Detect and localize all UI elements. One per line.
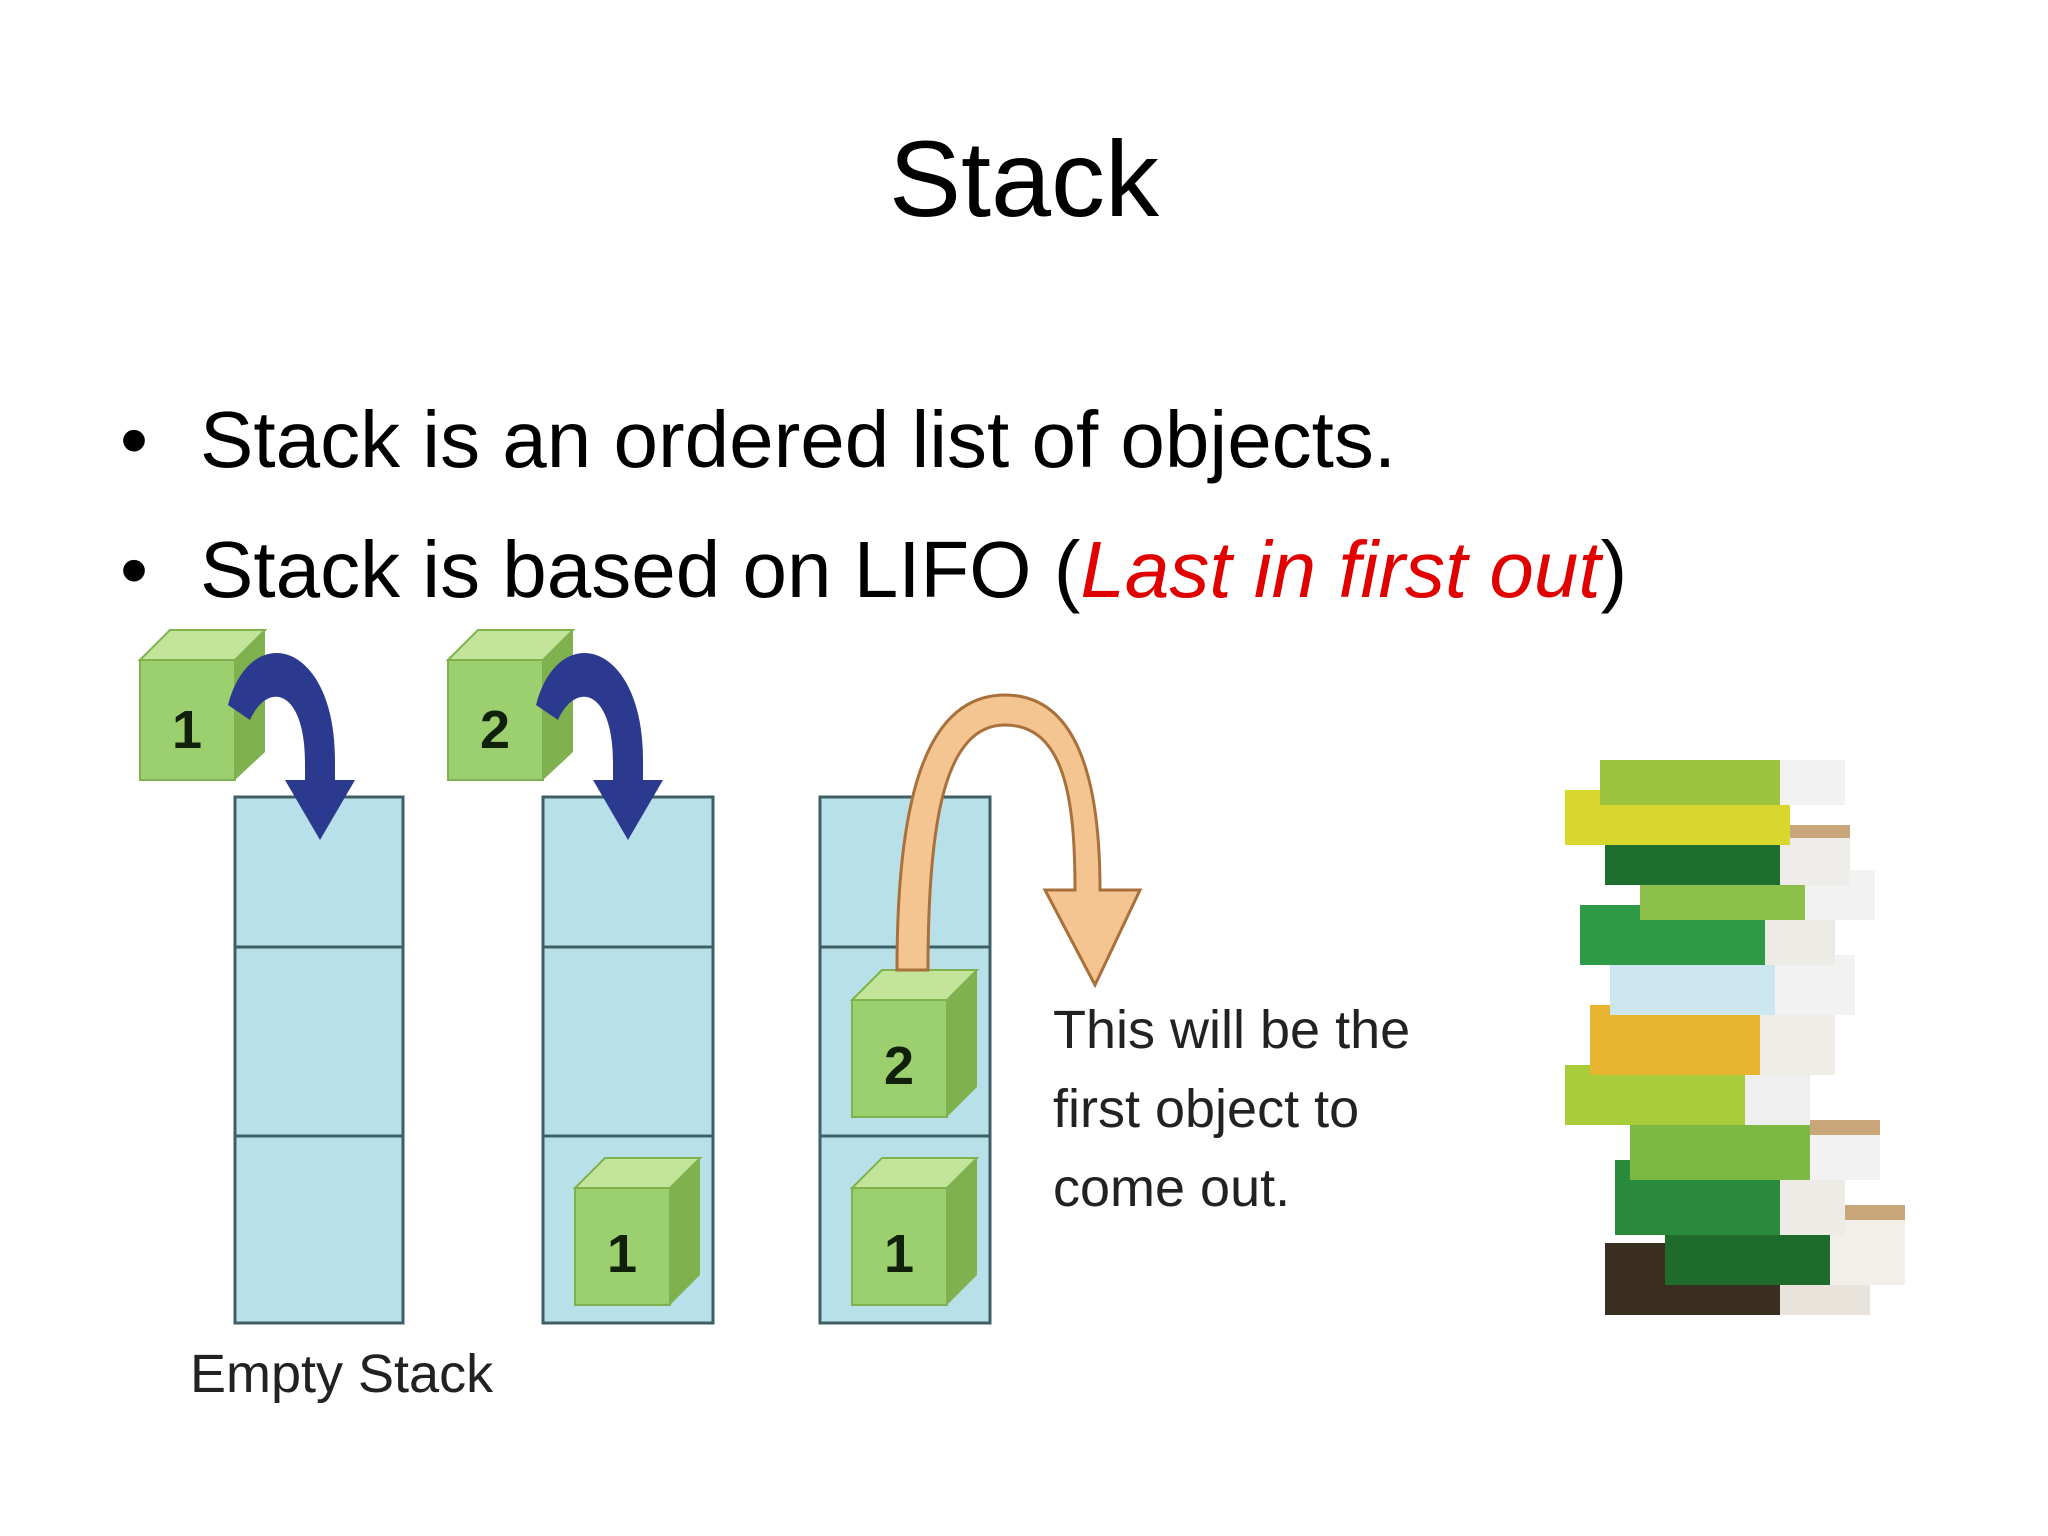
bullet-text-prefix: Stack is based on LIFO ( bbox=[200, 525, 1081, 614]
book-stack-icon bbox=[1565, 760, 1905, 1315]
pop-arrow-icon bbox=[895, 693, 1143, 989]
cube-label: 1 bbox=[884, 1224, 914, 1284]
bullet-dot: • bbox=[120, 525, 149, 614]
cube-label: 2 bbox=[480, 700, 510, 760]
cube-label: 2 bbox=[884, 1036, 914, 1096]
cube-label: 1 bbox=[172, 700, 202, 760]
empty-stack-label: Empty Stack bbox=[190, 1344, 494, 1404]
cube-2-in-stack: 2 bbox=[849, 969, 980, 1118]
bullet-text: Stack is an ordered list of objects. bbox=[200, 395, 1397, 484]
pop-note-line: first object to bbox=[1053, 1079, 1359, 1139]
push-arrow-icon bbox=[228, 653, 355, 840]
bullet-dot: • bbox=[120, 395, 149, 484]
pop-note-line: come out. bbox=[1053, 1158, 1290, 1218]
cube-1-in-stack: 1 bbox=[572, 1157, 703, 1306]
push-arrow-icon bbox=[536, 653, 663, 840]
lifo-highlight: Last in first out bbox=[1080, 525, 1601, 614]
bullet-text-suffix: ) bbox=[1600, 525, 1628, 614]
empty-stack bbox=[233, 795, 405, 1325]
bullet-item-ordered-list: • Stack is an ordered list of objects. bbox=[120, 375, 1627, 505]
slide-title: Stack bbox=[888, 118, 1160, 239]
bullet-list: • Stack is an ordered list of objects. •… bbox=[120, 375, 1627, 635]
cube-label: 1 bbox=[607, 1224, 637, 1284]
cube-1-in-stack: 1 bbox=[849, 1157, 980, 1306]
pop-note-line: This will be the bbox=[1053, 1000, 1410, 1060]
bullet-item-lifo: • Stack is based on LIFO (Last in first … bbox=[120, 505, 1627, 635]
